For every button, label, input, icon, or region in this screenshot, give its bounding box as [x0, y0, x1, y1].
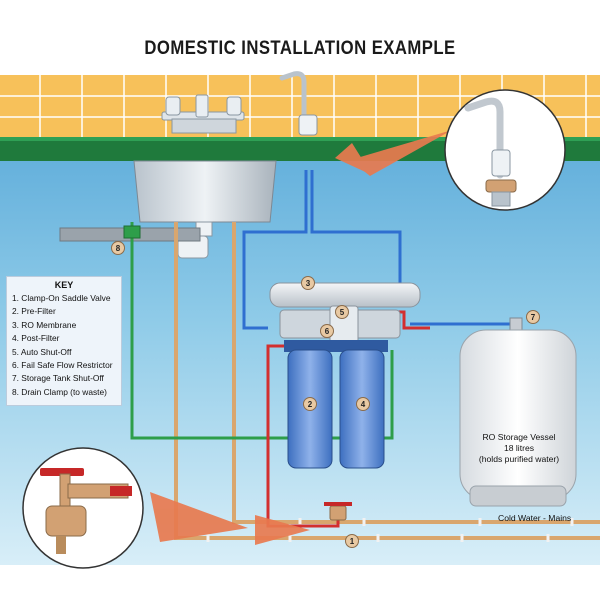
ro-membrane-housing: [269, 282, 421, 308]
sink-bowl: [133, 160, 277, 223]
saddle-valve-detail-inset: [22, 447, 144, 569]
vessel-label-line: RO Storage Vessel: [482, 432, 556, 442]
callout-5: 5: [335, 305, 349, 319]
callout-1: 1: [345, 534, 359, 548]
key-item: 5. Auto Shut-Off: [12, 346, 72, 357]
waste-line: [130, 222, 394, 440]
ro-faucet: [279, 71, 318, 136]
callout-6: 6: [320, 324, 334, 338]
key-item: 2. Pre-Filter: [12, 306, 56, 317]
key-item: 6. Fail Safe Flow Restrictor: [12, 360, 113, 371]
pipe-couplings: [206, 518, 574, 542]
callout-8: 8: [111, 241, 125, 255]
key-item: 8. Drain Clamp (to waste): [12, 386, 107, 397]
flow-arrows: [150, 130, 452, 545]
purified-water-lines: [242, 170, 510, 330]
key-heading: KEY: [54, 280, 74, 290]
key-item: 1. Clamp-On Saddle Valve: [12, 293, 111, 303]
vessel-label: RO Storage Vessel 18 litres (holds purif…: [460, 432, 578, 465]
mains-label: Cold Water - Mains: [498, 513, 572, 523]
vessel-label-line: 18 litres: [503, 443, 535, 453]
callout-3: 3: [301, 276, 315, 290]
vessel-label-line: (holds purified water): [478, 454, 560, 464]
saddle-valve: [324, 502, 352, 521]
key-item: 3. RO Membrane: [12, 319, 77, 330]
callout-2: 2: [303, 397, 317, 411]
ro-storage-vessel: [459, 317, 577, 507]
key-legend: KEY 1. Clamp-On Saddle Valve 2. Pre-Filt…: [6, 276, 122, 406]
faucet-detail-inset: [444, 89, 566, 211]
callout-7: 7: [526, 310, 540, 324]
key-item: 7. Storage Tank Shut-Off: [12, 373, 104, 384]
drain-clamp: [123, 225, 141, 239]
diagram-title: DOMESTIC INSTALLATION EXAMPLE: [144, 38, 456, 59]
callout-4: 4: [356, 397, 370, 411]
key-item: 4. Post-Filter: [12, 333, 60, 344]
kitchen-taps: [161, 94, 245, 134]
